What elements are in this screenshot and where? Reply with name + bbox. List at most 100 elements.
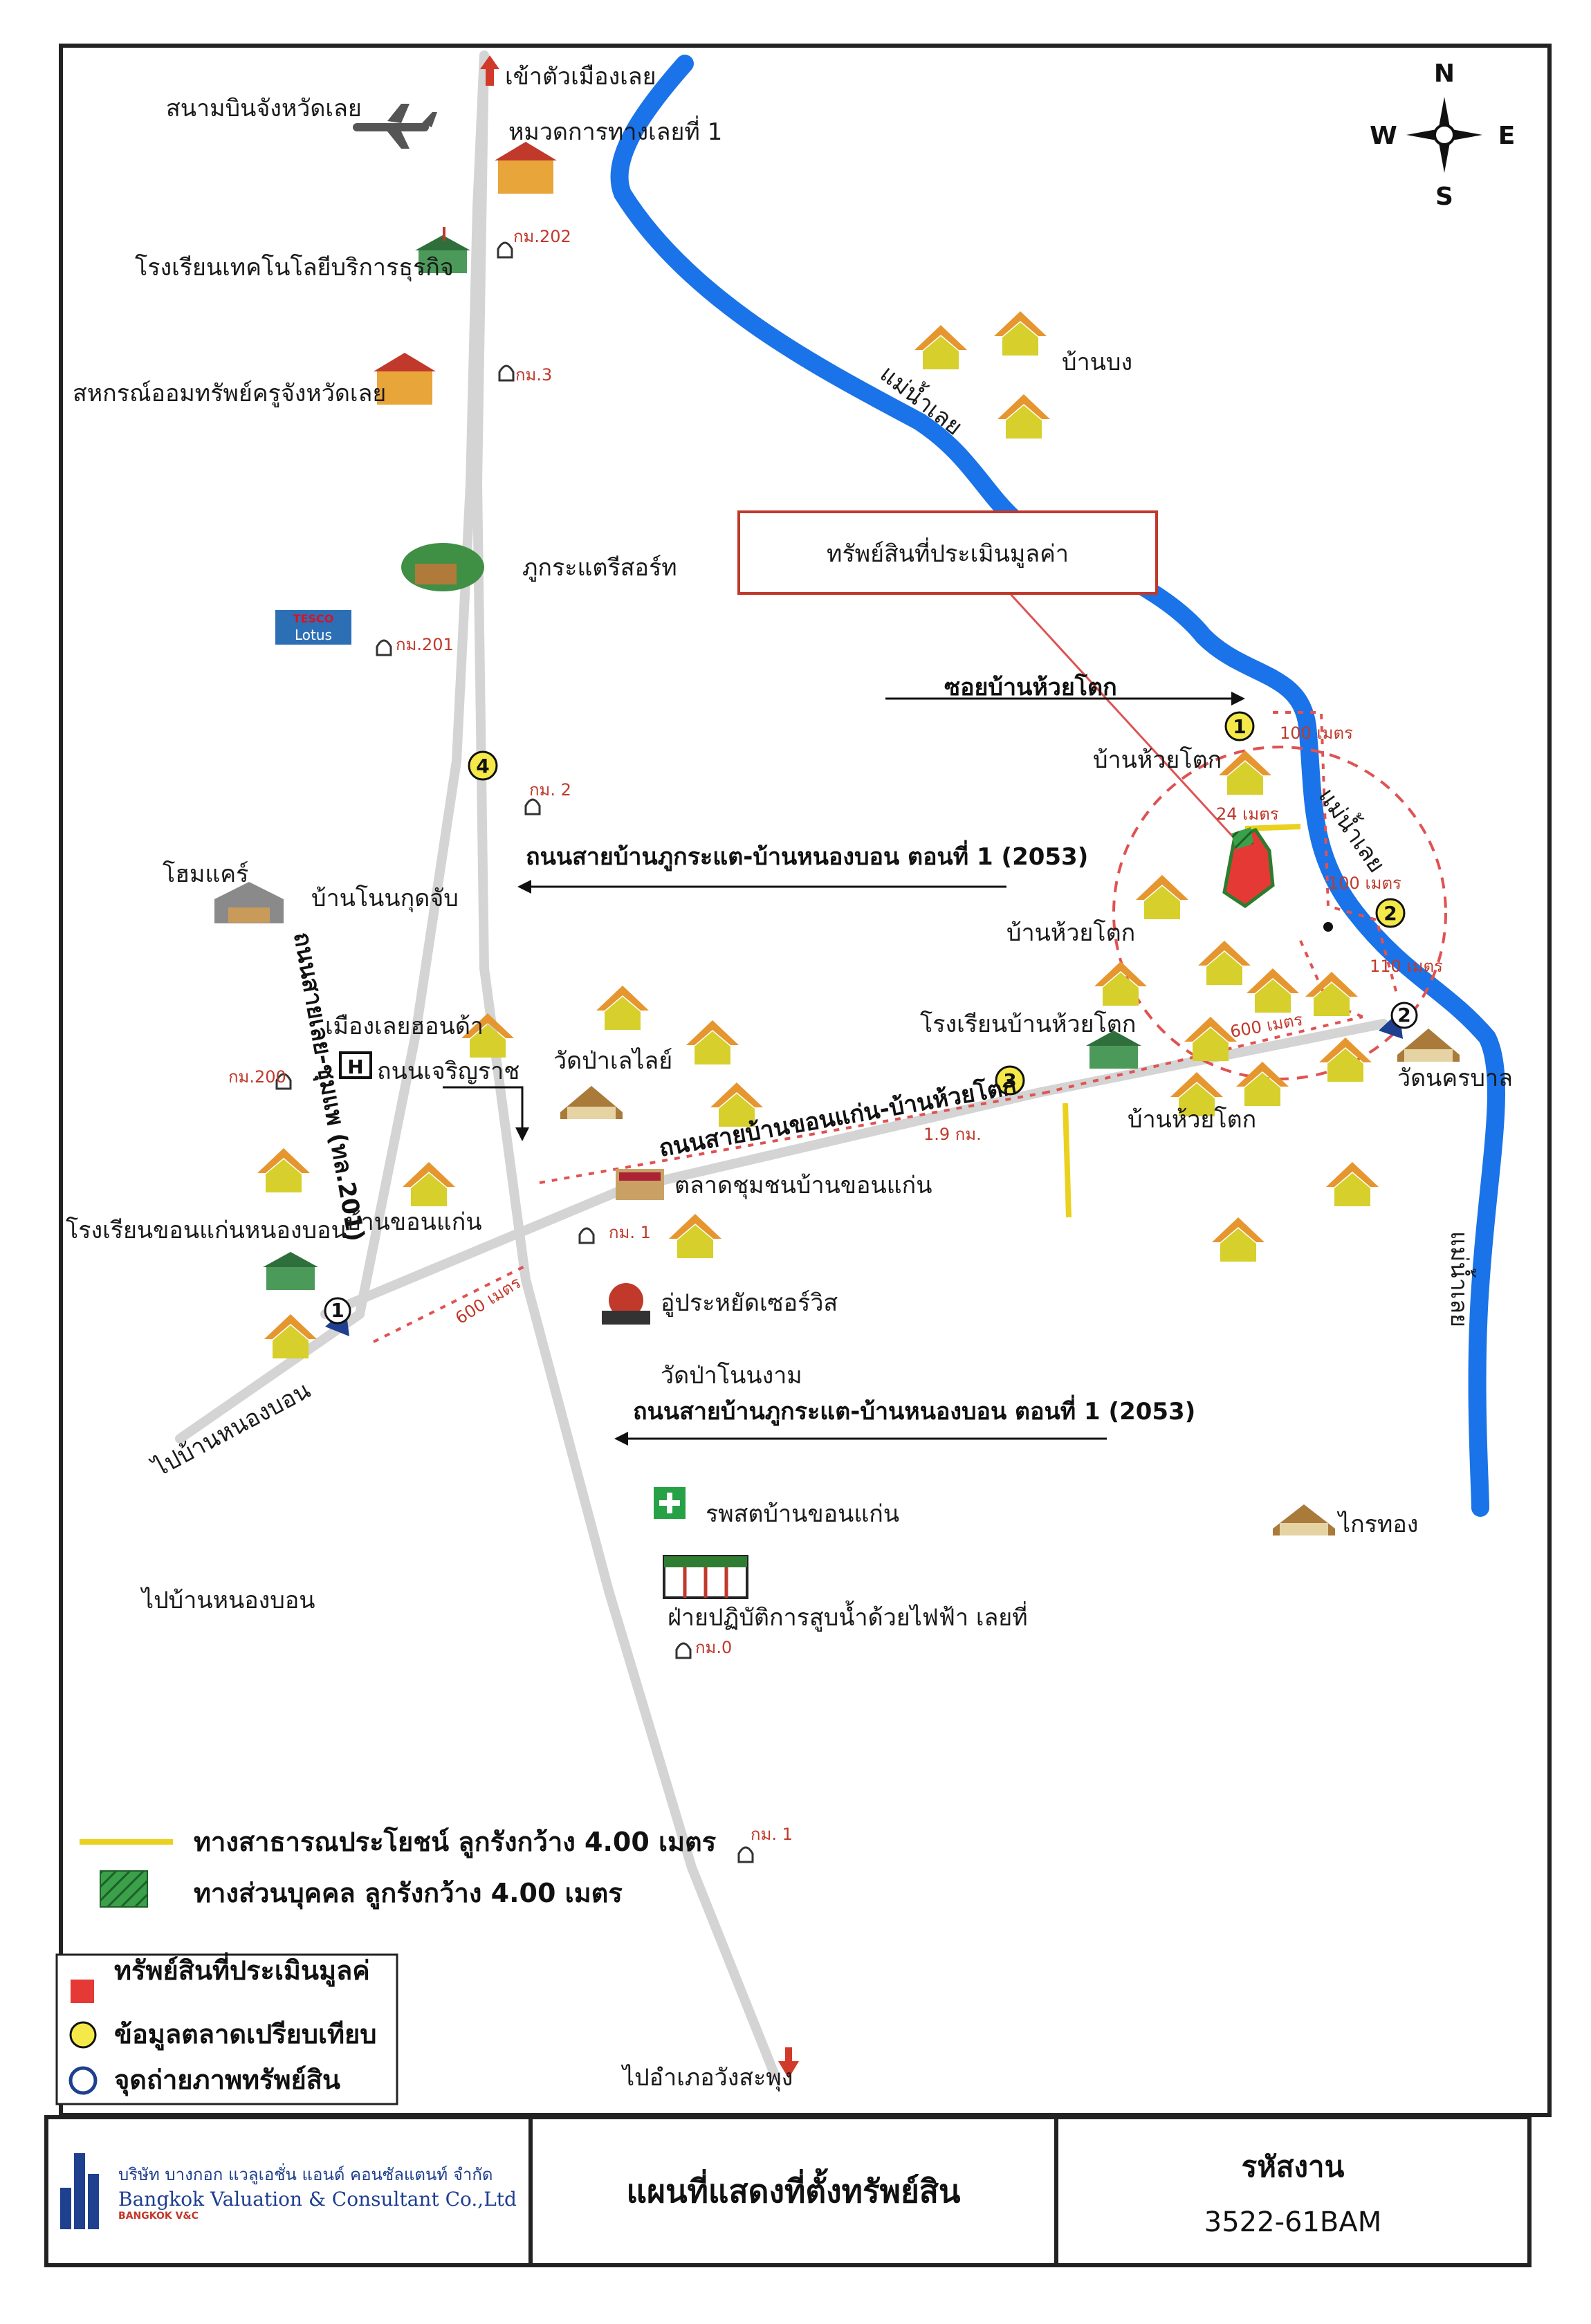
label-wat-nakhon: วัดนครบาล	[1397, 1064, 1513, 1092]
distance-600-b: 600 เมตร	[452, 1273, 524, 1328]
label-market: ตลาดชุมชนบ้านขอนแก่น	[674, 1172, 932, 1199]
distance-24: 24 เมตร	[1216, 804, 1279, 824]
km-3: กม.3	[515, 365, 552, 385]
down-arrow-icon	[778, 2047, 799, 2078]
private-way-mark	[1231, 827, 1253, 849]
temple-icon	[1397, 1029, 1460, 1062]
mechanic-icon	[602, 1283, 650, 1325]
distance-110: 110 เมตร	[1370, 957, 1443, 976]
label-resort: ภูกระแตรีสอร์ท	[522, 554, 677, 582]
job-code-value: 3522-61BAM	[1204, 2206, 1382, 2238]
market-icon	[616, 1169, 664, 1200]
label-ban-khonkaen: บ้านขอนแก่น	[346, 1208, 482, 1236]
school-icon	[415, 227, 470, 273]
km-labels: กม.202 กม.3 กม.201 กม. 2 กม.200 กม. 1 กม…	[228, 227, 793, 1844]
hospital-icon	[654, 1487, 686, 1519]
compass-w: W	[1370, 122, 1397, 150]
label-huay-tok-3: บ้านห้วยโตก	[1128, 1106, 1256, 1134]
svg-text:H: H	[347, 1055, 363, 1078]
village-houses	[257, 311, 1379, 1358]
label-airport: สนามบินจังหวัดเลย	[166, 95, 362, 122]
compass-n: N	[1434, 59, 1455, 88]
building-icon	[495, 142, 557, 194]
label-hospital: รพสตบ้านขอนแก่น	[706, 1500, 899, 1528]
direction-arrows	[443, 692, 1245, 1446]
legend-subject: ทรัพย์สินที่ประเมินมูลค่	[114, 1952, 370, 1987]
legend-comparable: ข้อมูลตลาดเปรียบเทียบ	[114, 2019, 376, 2051]
km-0: กม.0	[695, 1638, 732, 1657]
distance-100-b: 100 เมตร	[1328, 874, 1401, 893]
loei-river	[610, 55, 1505, 1517]
distance-600-a: 600 เมตร	[1229, 1010, 1304, 1042]
callout-box	[737, 510, 1158, 595]
label-home-care: โฮมแคร์	[163, 860, 248, 888]
km-201: กม.201	[396, 635, 454, 654]
km-202: กม.202	[513, 227, 571, 246]
comparable-3: 3	[1003, 1069, 1016, 1092]
label-ban-bong: บ้านบง	[1062, 349, 1132, 376]
company-logo-icon	[60, 2153, 102, 2229]
airplane-icon	[353, 104, 437, 149]
label-road-north: ถนนสายบ้านภูกระแต-บ้านหนองบอน ตอนที่ 1 (…	[526, 840, 1088, 872]
label-garage: อู่ประหยัดเซอร์วิส	[661, 1289, 838, 1317]
photo-point-2: 2	[1397, 1004, 1410, 1026]
company-name-en: Bangkok Valuation & Consultant Co.,Ltd	[118, 2188, 517, 2211]
job-code-label: รหัสงาน	[1241, 2150, 1345, 2184]
km-2: กม. 2	[529, 780, 571, 800]
temple-icon	[1273, 1504, 1335, 1536]
temple-icon	[560, 1086, 623, 1119]
survey-point	[1323, 922, 1333, 932]
label-huay-tok-2: บ้านห้วยโตก	[1006, 919, 1135, 947]
km-1-south: กม. 1	[751, 1825, 793, 1844]
resort-icon	[401, 543, 484, 591]
map-title: แผนที่แสดงที่ตั้งทรัพย์สิน	[533, 2119, 1058, 2263]
callout-leader	[1009, 592, 1253, 859]
company-name-th: บริษัท บางกอก แวลูเอชั่น แอนด์ คอนซัลแตน…	[118, 2165, 493, 2184]
company-block: บริษัท บางกอก แวลูเอชั่น แอนด์ คอนซัลแตน…	[48, 2119, 533, 2263]
honda-icon: H	[339, 1051, 372, 1079]
label-chareon: ถนนเจริญราช	[377, 1058, 519, 1085]
km-marker-icons	[275, 241, 754, 1863]
compass-e: E	[1498, 122, 1516, 150]
compass-rose: N S W E	[1370, 59, 1515, 211]
callout-text: ทรัพย์สินที่ประเมินมูลค่า	[827, 537, 1069, 568]
label-road-south: ถนนสายบ้านภูกระแต-บ้านหนองบอน ตอนที่ 1 (…	[633, 1394, 1195, 1426]
label-krai-thong: ไกรทอง	[1336, 1511, 1418, 1538]
school-icon	[263, 1252, 318, 1290]
km-1: กม. 1	[609, 1223, 651, 1242]
job-code-block: รหัสงาน 3522-61BAM	[1058, 2119, 1527, 2263]
label-pump: ฝ่ายปฏิบัติการสูบน้ำด้วยไฟฟ้า เลยที่	[668, 1601, 1028, 1632]
legend-public-way: ทางสาธารณประโยชน์ ลูกรังกว้าง 4.00 เมตร	[194, 1826, 717, 1859]
photo-points: 1 2	[324, 1002, 1418, 1336]
legend-photo: จุดถ่ายภาพทรัพย์สิน	[114, 2065, 340, 2096]
label-huay-tok-1: บ้านห้วยโตก	[1093, 746, 1222, 774]
label-huay-tok-school: โรงเรียนบ้านห้วยโตก	[920, 1011, 1136, 1038]
title-block: บริษัท บางกอก แวลูเอชั่น แอนด์ คอนซัลแตน…	[44, 2115, 1532, 2267]
pump-station-icon	[663, 1555, 748, 1599]
label-highway-district: หมวดการทางเลยที่ 1	[508, 116, 722, 146]
label-to-city: เข้าตัวเมืองเลย	[505, 63, 656, 91]
distance-100-a: 100 เมตร	[1280, 723, 1353, 743]
warehouse-icon	[214, 882, 284, 923]
label-river-bottom: แม่น้ำเลย	[1445, 1231, 1476, 1327]
label-to-wangsaphung: ไปอำเภอวังสะพุง	[620, 2064, 793, 2092]
label-wat-palai: วัดป่าเลไลย์	[553, 1047, 672, 1075]
comparable-2: 2	[1383, 902, 1397, 925]
label-highway-201: ถนนสายเลย-ชุมแพ (ทล.201)	[287, 930, 369, 1244]
comparable-markers: 1 2 3 4	[468, 711, 1406, 1096]
store-logo-bottom: Lotus	[295, 627, 332, 643]
up-arrow-icon	[480, 55, 499, 86]
label-to-nongbon-2: ไปบ้านหนองบอน	[140, 1587, 315, 1614]
label-non-kudjub: บ้านโนนกุดจับ	[311, 885, 459, 912]
company-brand: BANGKOK V&C	[118, 2211, 199, 2222]
label-tech-school: โรงเรียนเทคโนโลยีบริการธุรกิจ	[135, 254, 454, 282]
label-loei-honda: เมืองเลยฮอนด้า	[325, 1013, 484, 1040]
label-coop: สหกรณ์ออมทรัพย์ครูจังหวัดเลย	[73, 380, 386, 407]
public-way	[1063, 824, 1301, 1218]
school-icon	[1086, 1031, 1141, 1069]
building-icon	[374, 353, 436, 405]
distance-1-9: 1.9 กม.	[923, 1125, 982, 1144]
